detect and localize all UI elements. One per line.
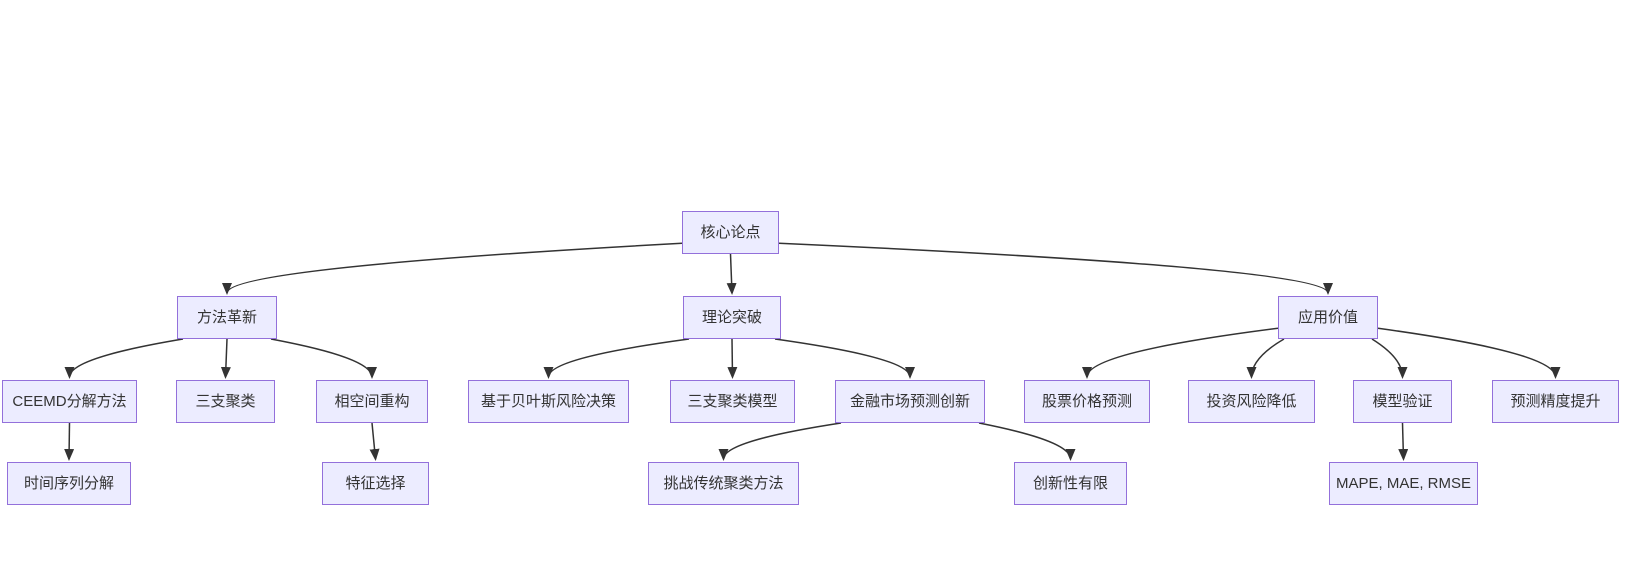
node-label: 基于贝叶斯风险决策 <box>480 393 616 410</box>
node-phase: 相空间重构 <box>316 380 428 423</box>
edge-phase-to-feat <box>369 422 380 461</box>
node-label: 金融市场预测创新 <box>849 393 970 410</box>
node-mape: MAPE, MAE, RMSE <box>1329 462 1478 505</box>
edge-value-to-model <box>1371 338 1408 379</box>
edge-method-to-phase <box>270 338 377 379</box>
node-label: 三支聚类 <box>195 393 256 410</box>
edge-theory-to-threemodel <box>727 338 738 379</box>
node-ceemd: CEEMD分解方法 <box>2 380 137 423</box>
edge-group <box>64 242 1561 461</box>
node-label: 股票价格预测 <box>1041 393 1132 410</box>
node-label: 核心论点 <box>700 224 761 241</box>
node-challenge: 挑战传统聚类方法 <box>648 462 799 505</box>
edge-method-to-ceemd <box>64 338 184 379</box>
node-stock: 股票价格预测 <box>1024 380 1150 423</box>
edge-core-to-value <box>778 242 1333 295</box>
node-feat: 特征选择 <box>322 462 429 505</box>
node-label: 特征选择 <box>345 475 406 492</box>
edge-value-to-invest <box>1246 338 1285 379</box>
node-model: 模型验证 <box>1353 380 1452 423</box>
edge-theory-to-finance <box>774 338 915 379</box>
node-bayes: 基于贝叶斯风险决策 <box>468 380 629 423</box>
node-tsd: 时间序列分解 <box>7 462 131 505</box>
edge-finance-to-limited <box>978 422 1076 461</box>
node-label: 挑战传统聚类方法 <box>663 475 784 492</box>
edge-theory-to-bayes <box>543 338 690 379</box>
node-value: 应用价值 <box>1278 296 1378 339</box>
node-invest: 投资风险降低 <box>1188 380 1315 423</box>
node-label: MAPE, MAE, RMSE <box>1335 475 1472 492</box>
node-label: 应用价值 <box>1297 309 1358 326</box>
node-label: 创新性有限 <box>1032 475 1108 492</box>
edge-method-to-three <box>220 338 231 379</box>
edge-value-to-precision <box>1377 327 1561 379</box>
edge-model-to-mape <box>1398 422 1409 461</box>
node-label: 预测精度提升 <box>1510 393 1601 410</box>
edge-core-to-method <box>222 242 683 295</box>
node-label: 三支聚类模型 <box>687 393 778 410</box>
node-label: 方法革新 <box>196 309 257 326</box>
node-limited: 创新性有限 <box>1014 462 1127 505</box>
node-label: 模型验证 <box>1372 393 1433 410</box>
node-method: 方法革新 <box>177 296 277 339</box>
node-label: 投资风险降低 <box>1206 393 1297 410</box>
node-label: 时间序列分解 <box>23 475 114 492</box>
node-finance: 金融市场预测创新 <box>835 380 985 423</box>
node-label: 相空间重构 <box>334 393 410 410</box>
node-core: 核心论点 <box>682 211 779 254</box>
node-threemodel: 三支聚类模型 <box>670 380 795 423</box>
edge-core-to-theory <box>726 253 737 295</box>
node-precision: 预测精度提升 <box>1492 380 1619 423</box>
node-theory: 理论突破 <box>683 296 781 339</box>
node-label: CEEMD分解方法 <box>12 393 127 410</box>
edge-value-to-stock <box>1082 327 1279 379</box>
edge-ceemd-to-tsd <box>64 422 75 461</box>
node-label: 理论突破 <box>701 309 762 326</box>
node-three: 三支聚类 <box>176 380 275 423</box>
edge-finance-to-challenge <box>718 422 842 461</box>
